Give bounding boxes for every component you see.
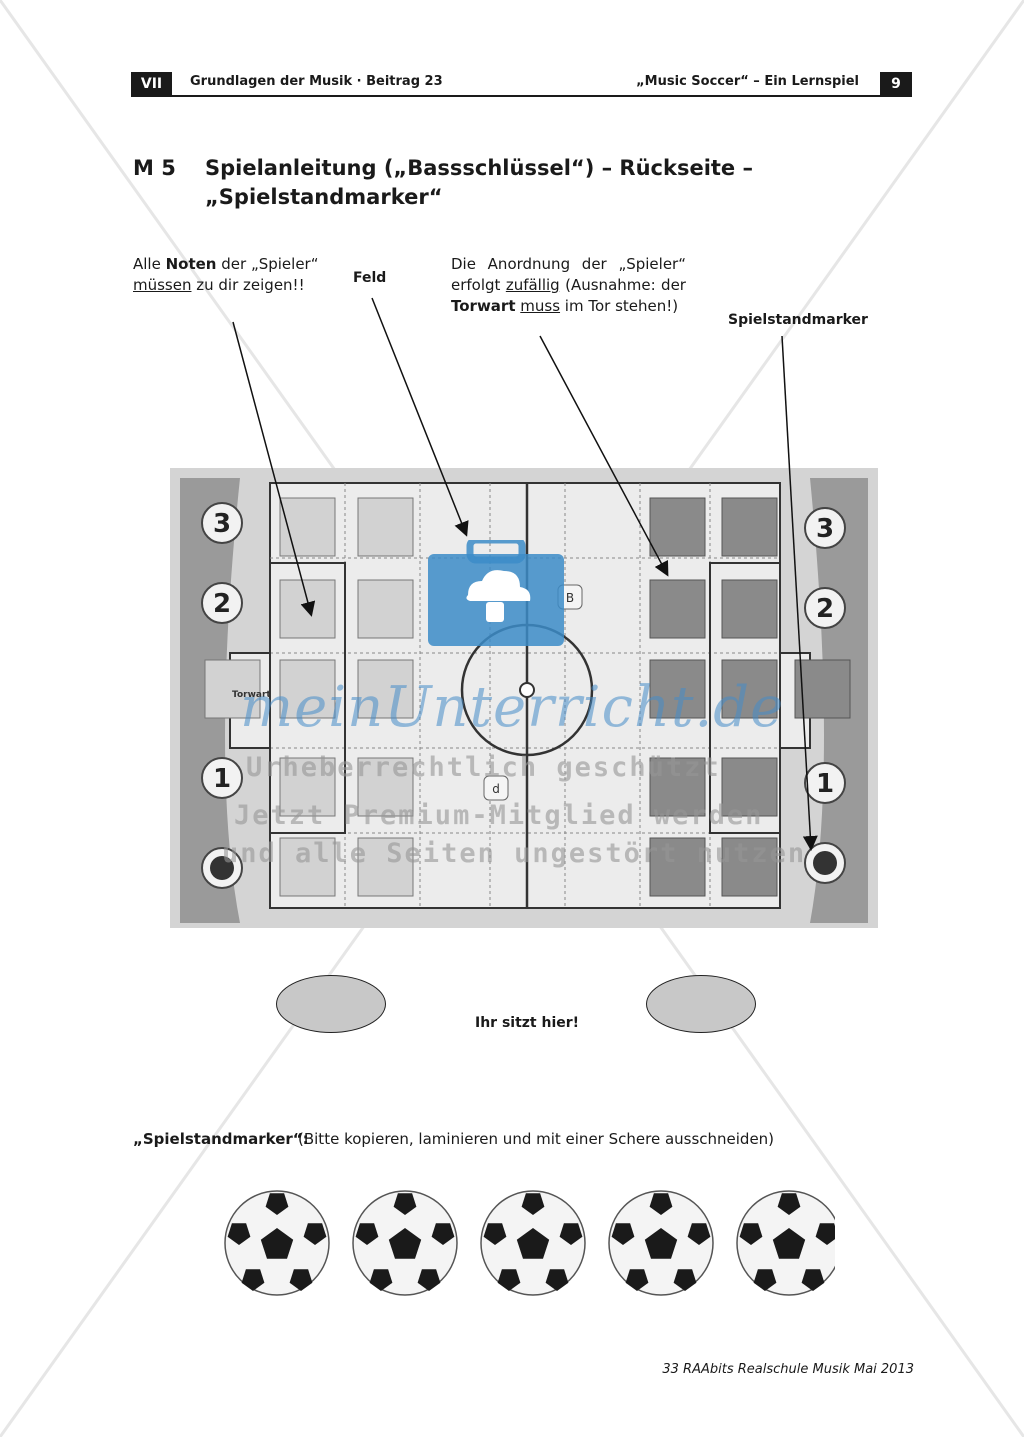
watermark-logo: meinUnterricht.de: [240, 675, 785, 740]
game-board: 3 2 1 3 2 1 Torwart B d: [180, 478, 868, 923]
watermark-line1: Urheberrechtlich geschützt: [246, 752, 721, 783]
page-title-line1: Spielanleitung („Bassschlüssel“) – Rücks…: [205, 156, 753, 180]
soccer-ball-icon: [608, 1190, 714, 1296]
seat-right: [646, 975, 756, 1033]
soccer-balls: [224, 1190, 835, 1296]
soccer-ball-icon: [736, 1190, 835, 1296]
watermark-briefcase-icon: [428, 540, 564, 646]
ball-marker-right: [813, 851, 837, 875]
footer-source: 33 RAAbits Realschule Musik Mai 2013: [662, 1362, 914, 1377]
soccer-ball-icon: [480, 1190, 586, 1296]
die-d-label: d: [492, 782, 500, 796]
score-right-3: 3: [816, 514, 834, 544]
marker-description: (Bitte kopieren, laminieren und mit eine…: [298, 1130, 775, 1148]
header-left: Grundlagen der Musik · Beitrag 23: [190, 74, 443, 89]
score-left-3: 3: [213, 509, 231, 539]
section-badge: VII: [131, 72, 172, 96]
arrow-marker: [781, 335, 818, 851]
die-b-label: B: [566, 591, 574, 605]
seat-label: Ihr sitzt hier!: [475, 1015, 580, 1031]
seat-left: [276, 975, 386, 1033]
material-number: M 5: [133, 156, 176, 180]
ball-marker-left: [210, 856, 234, 880]
arrow-feld: [371, 297, 469, 537]
score-right-2: 2: [816, 594, 834, 624]
header-rule: [131, 95, 912, 97]
header-right: „Music Soccer“ – Ein Lernspiel: [636, 74, 859, 89]
score-left-2: 2: [213, 589, 231, 619]
soccer-ball-icon: [224, 1190, 330, 1296]
watermark-line3: und alle Seiten ungestört nutzen: [222, 838, 807, 869]
page-number: 9: [880, 72, 912, 96]
arrow-arrangement: [539, 335, 669, 577]
score-right-1: 1: [816, 769, 834, 799]
soccer-ball-icon: [352, 1190, 458, 1296]
page-title-line2: „Spielstandmarker“: [205, 185, 443, 209]
arrow-notes: [232, 321, 316, 617]
annotation-arrangement: Die Anordnung der „Spieler“ erfolgt zufä…: [451, 255, 686, 315]
annotation-spielstandmarker: Spielstandmarker: [728, 312, 868, 328]
marker-title: „Spielstandmarker“:: [133, 1130, 309, 1148]
annotation-notes: Alle Noten der „Spieler“ müssen zu dir z…: [133, 255, 319, 294]
die-d: [483, 775, 509, 801]
score-left-1: 1: [213, 764, 231, 794]
goalkeeper-label: Torwart: [232, 690, 271, 700]
annotation-feld: Feld: [353, 270, 387, 286]
center-spot: [519, 682, 535, 698]
watermark-line2: Jetzt Premium-Mitglied werden: [234, 800, 764, 831]
